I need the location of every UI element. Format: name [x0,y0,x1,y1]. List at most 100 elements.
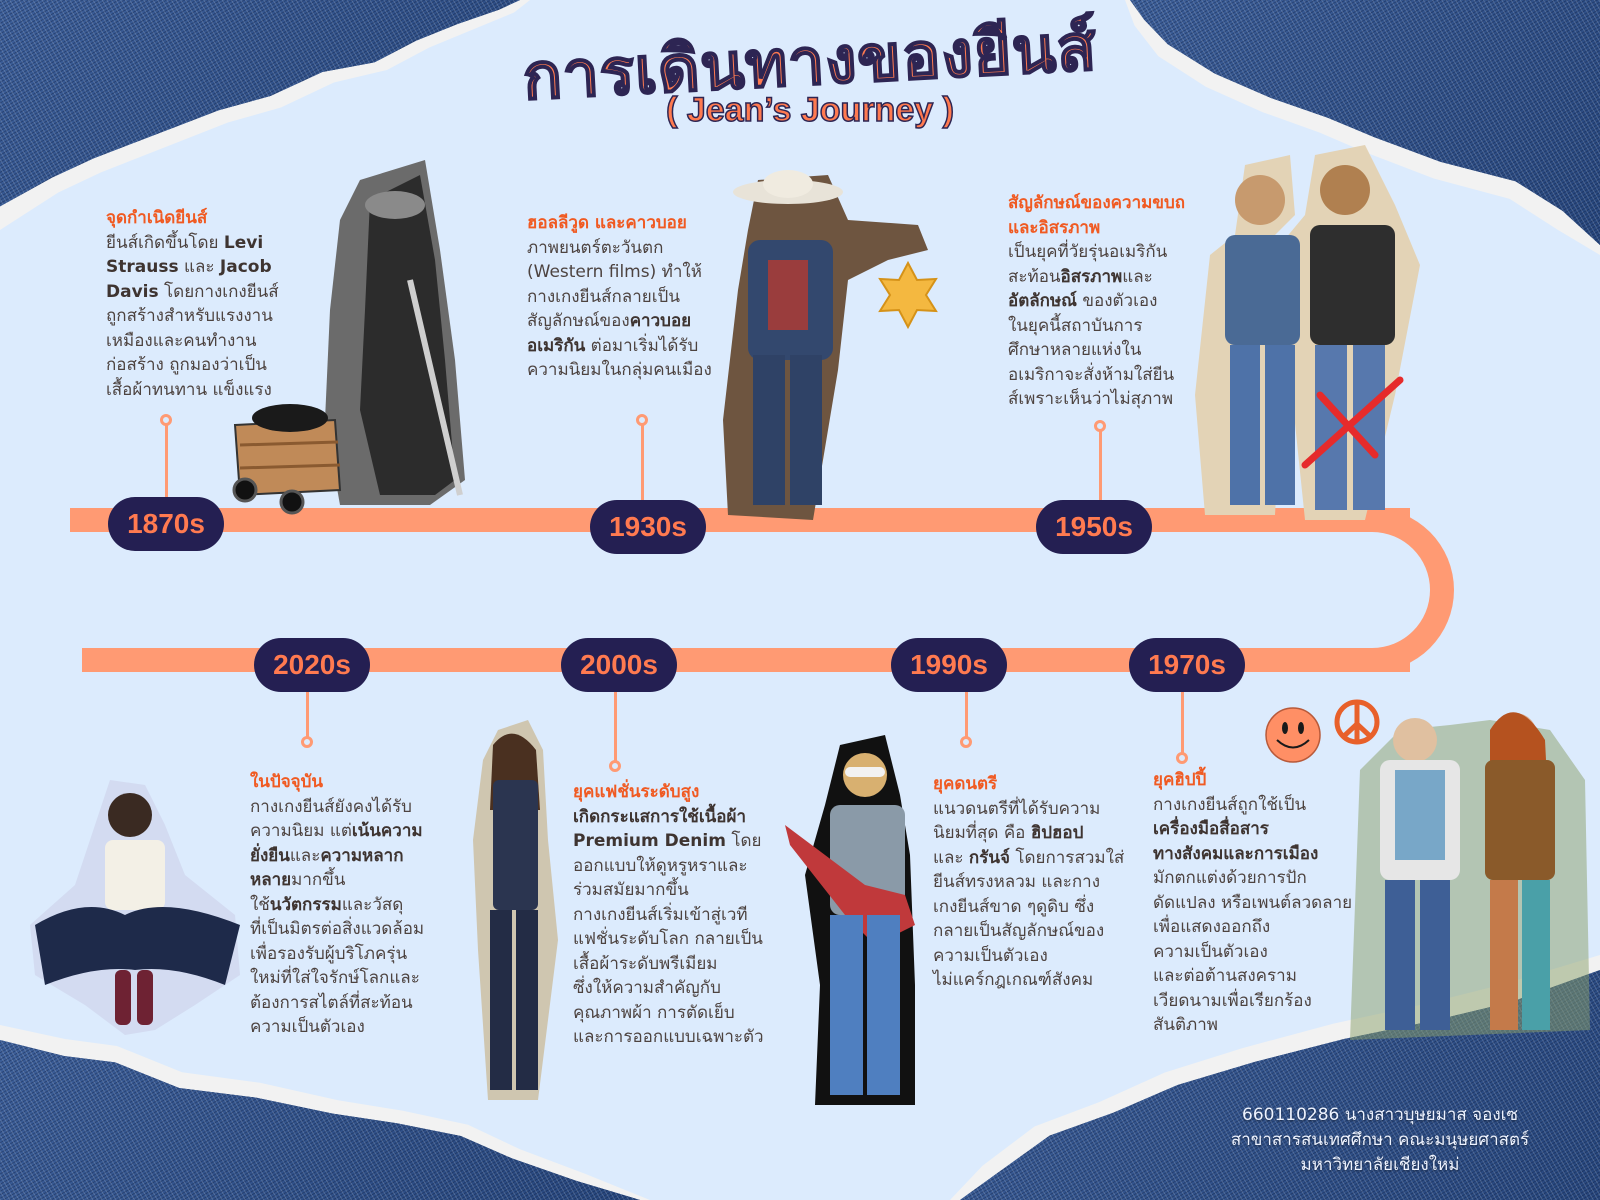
era-text-line: กางเกงยีนส์เริ่มเข้าสู่เวที [573,904,748,925]
era-pill-1990s: 1990s [891,638,1007,692]
era-text-line: เวียดนามเพื่อเรียกร้อง [1153,990,1312,1011]
era-text-line: สะท้อนอิสรภาพและ [1008,266,1153,287]
era-text-line: ก่อสร้าง ถูกมองว่าเป็น [106,355,267,375]
connector-dot-2020s [301,736,313,748]
era-text-line: ใช้นวัตกรรมและวัสดุ [250,894,404,915]
era-text-line: ศึกษาหลายแห่งใน [1008,340,1142,360]
era-text-line: ภาพยนตร์ตะวันตก [527,237,664,258]
era-text-line: เป็นยุคที่วัยรุ่นอเมริกัน [1008,242,1168,262]
era-text-line: (Western films) ทำให้ [527,262,702,282]
era-text-line: ความนิยม แต่เน้นความ [250,821,423,841]
era-heading: ยุคฮิปปี้ [1153,770,1207,790]
era-text-line: สัญลักษณ์ของคาวบอย [527,311,692,331]
peace-sign-icon [1334,699,1380,745]
photo-hippie-couple [1350,712,1590,1040]
era-pill-1870s: 1870s [108,497,224,551]
era-text-line: และการออกแบบเฉพาะตัว [573,1027,764,1047]
era-text-line: กางเกงยีนส์ยังคงได้รับ [250,796,412,817]
connector-stem-2000s [614,690,617,766]
era-text-1990s: ยุคดนตรีแนวดนตรีที่ได้รับความนิยมที่สุด … [933,772,1138,993]
era-text-line: ส์เพราะเห็นว่าไม่สุภาพ [1008,389,1174,409]
era-text-line: ดัดแปลง หรือเพนต์ลวดลาย [1153,892,1353,913]
era-pill-1930s: 1930s [590,500,706,554]
era-text-line: เหมืองและคนทำงาน [106,330,257,351]
author-university: มหาวิทยาลัยเชียงใหม่ [1300,1155,1460,1175]
era-pill-1950s: 1950s [1036,500,1152,554]
era-text-line: คุณภาพผ้า การตัดเย็บ [573,1002,735,1023]
era-text-line: ความนิยมในกลุ่มคนเมือง [527,360,712,380]
era-heading: สัญลักษณ์ของความขบถและอิสรภาพ [1008,193,1186,238]
era-text-2000s: ยุคแฟชั่นระดับสูงเกิดกระแสการใช้เนื้อผ้า… [573,780,788,1050]
era-text-line: อัตลักษณ์ ของตัวเอง [1008,291,1158,311]
era-text-line: ความเป็นตัวเอง [1153,941,1268,962]
author-department: สาขาสารสนเทศศึกษา คณะมนุษยศาสตร์ [1230,1130,1530,1150]
era-heading: จุดกำเนิดยีนส์ [106,208,208,228]
era-text-line: มักตกแต่งด้วยการปัก [1153,868,1307,888]
era-text-line: Davis โดยกางเกงยีนส์ [106,281,279,302]
connector-dot-2000s [609,760,621,772]
era-text-line: ใหม่ที่ใส่ใจรักษ์โลกและ [250,968,420,988]
era-text-line: กางเกงยีนส์ถูกใช้เป็น [1153,794,1307,815]
era-text-line: ความเป็นตัวเอง [250,1017,365,1037]
photo-miner [232,160,465,515]
era-text-line: แนวดนตรีที่ได้รับความ [933,798,1101,819]
era-text-line: และต่อต้านสงคราม [1153,966,1297,986]
era-text-line: ซึ่งให้ความสำคัญกับ [573,978,721,998]
era-text-line: อเมริกัน ต่อมาเริ่มได้รับ [527,335,699,356]
era-heading: ฮอลลีวูด และคาวบอย [527,213,687,233]
era-heading: ในปัจจุบัน [250,772,324,792]
era-text-line: เพื่อรองรับผู้บริโภครุ่น [250,943,408,964]
era-text-line: เกงยีนส์ขาด ๆดูดิบ ซึ่ง [933,896,1095,917]
connector-stem-1930s [641,420,644,502]
author-id-name: 660110286 นางสาวบุษยมาส จองเซ [1242,1105,1518,1125]
connector-dot-1990s [960,736,972,748]
era-text-line: เพื่อแสดงออกถึง [1153,917,1271,937]
era-text-line: ยีนส์เกิดขึ้นโดย Levi [106,232,264,253]
era-text-line: ถูกสร้างสำหรับแรงงาน [106,306,273,326]
era-text-1930s: ฮอลลีวูด และคาวบอยภาพยนตร์ตะวันตก (Wester… [527,211,737,383]
smiley-face-icon [1265,707,1321,763]
connector-stem-2020s [306,690,309,740]
era-heading: ยุคแฟชั่นระดับสูง [573,782,700,802]
connector-dot-1950s [1094,420,1106,432]
era-heading: ยุคดนตรี [933,774,998,794]
era-text-line: แฟชั่นระดับโลก กลายเป็น [573,929,763,949]
era-text-line: เครื่องมือสื่อสาร [1153,819,1269,839]
connector-dot-1870s [160,414,172,426]
era-text-line: ความเป็นตัวเอง [933,945,1048,966]
connector-stem-1950s [1099,426,1102,502]
era-text-line: ร่วมสมัยมากขึ้น [573,880,689,900]
era-text-line: ยั่งยืนและความหลาก [250,845,404,866]
photo-denim-model [473,720,558,1100]
era-text-line: และ กรันจ์ โดยการสวมใส่ [933,847,1125,868]
era-text-line: หลายมากขึ้น [250,870,346,890]
era-text-line: สันติภาพ [1153,1015,1218,1035]
era-text-line: กางเกงยีนส์กลายเป็น [527,286,680,307]
era-text-line: ในยุคนี้สถาบันการ [1008,315,1143,336]
era-text-line: เสื้อผ้าระดับพรีเมียม [573,953,718,974]
photo-cowboy [723,170,938,520]
red-x-icon [1301,376,1404,469]
photo-2020s-woman [30,780,240,1035]
connector-stem-1990s [965,690,968,740]
era-text-line: กลายเป็นสัญลักษณ์ของ [933,921,1105,941]
connector-dot-1930s [636,414,648,426]
connector-stem-1870s [165,420,168,500]
era-pill-2000s: 2000s [561,638,677,692]
era-text-line: Premium Denim โดย [573,831,762,851]
era-text-line: ต้องการสไตล์ที่สะท้อน [250,992,413,1013]
poster-title: การเดินทางของยีนส์ ( Jean’s Journey ) [470,10,1150,130]
sheriff-star-icon [878,260,938,330]
connector-stem-1970s [1181,690,1184,760]
era-pill-2020s: 2020s [254,638,370,692]
era-pill-1970s: 1970s [1129,638,1245,692]
era-text-2020s: ในปัจจุบันกางเกงยีนส์ยังคงได้รับความนิยม… [250,770,455,1040]
era-text-1970s: ยุคฮิปปี้กางเกงยีนส์ถูกใช้เป็นเครื่องมือ… [1153,768,1383,1038]
era-text-line: นิยมที่สุด คือ ฮิปฮอป [933,823,1084,843]
era-text-line: ยีนส์ทรงหลวม และกาง [933,872,1101,892]
era-text-1950s: สัญลักษณ์ของความขบถและอิสรภาพเป็นยุคที่ว… [1008,191,1188,412]
author-credit: 660110286 นางสาวบุษยมาส จองเซ สาขาสารสนเ… [1215,1103,1545,1178]
era-text-line: ที่เป็นมิตรต่อสิ่งแวดล้อม [250,919,425,939]
era-text-line: Strauss และ Jacob [106,257,272,277]
